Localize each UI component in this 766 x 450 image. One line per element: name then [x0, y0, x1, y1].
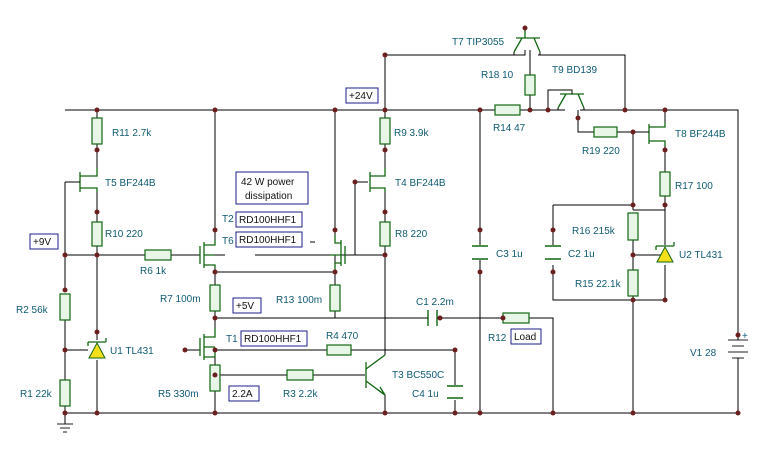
r2-label: R2 56k [16, 305, 49, 316]
ground-symbol [57, 423, 73, 433]
v1-label: V1 28 [690, 348, 717, 359]
t9-bjt [547, 89, 585, 110]
t9-label: T9 BD139 [552, 65, 597, 76]
t2-mosfet [330, 235, 346, 272]
r17-resistor [659, 171, 671, 197]
component-labels: T7 TIP3055 R18 10 T9 BD139 R11 2.7k R9 3… [16, 37, 748, 400]
c4-capacitor [447, 385, 463, 399]
wires [64, 28, 739, 424]
r18-resistor [524, 74, 536, 96]
r11-resistor [91, 117, 103, 145]
t4-jfet [369, 168, 386, 192]
boxed-annotations: +24V +9V +5V 2.2A 42 W power dissipation… [29, 87, 542, 402]
r3-resistor [286, 369, 314, 381]
v24-box: +24V [345, 87, 379, 104]
r4-label: R4 470 [326, 331, 359, 342]
c1-label: C1 2.2m [416, 297, 454, 308]
svg-text:+5V: +5V [236, 301, 254, 312]
r4-resistor [326, 344, 352, 356]
r7-label: R7 100m [160, 294, 201, 305]
r12-label: R12 [488, 333, 507, 344]
r19-label: R19 220 [582, 146, 620, 157]
t1-mosfet [199, 328, 216, 360]
r9-label: R9 3.9k [394, 128, 429, 139]
svg-text:+24V: +24V [349, 91, 373, 102]
v1-plus-label: + [742, 331, 748, 342]
svg-text:RD100HHF1: RD100HHF1 [239, 235, 297, 246]
resistors [59, 74, 671, 407]
r18-label: R18 10 [481, 70, 514, 81]
r15-label: R15 22.1k [575, 279, 622, 290]
t7-bjt [513, 28, 541, 55]
t1-label: T1 [226, 334, 238, 345]
t6-label: T6 [222, 236, 234, 247]
r17-label: R17 100 [675, 181, 713, 192]
u2-label: U2 TL431 [679, 250, 723, 261]
c3-capacitor [472, 245, 488, 260]
current-box: 2.2A [228, 385, 260, 402]
load-box: Load [510, 328, 542, 345]
r10-label: R10 220 [105, 229, 143, 240]
svg-text:Load: Load [514, 332, 536, 343]
r16-label: R16 215k [572, 226, 616, 237]
t4-label: T4 BF244B [395, 178, 446, 189]
t3-label: T3 BC550C [392, 370, 444, 381]
capacitors [425, 245, 561, 399]
v5-box: +5V [232, 297, 262, 314]
r13-resistor [329, 284, 341, 312]
rd-t2-box: RD100HHF1 [235, 211, 303, 228]
svg-text:RD100HHF1: RD100HHF1 [239, 215, 297, 226]
c3-label: C3 1u [496, 249, 523, 260]
r15-resistor [627, 269, 639, 297]
t8-jfet [645, 122, 666, 146]
r8-label: R8 220 [395, 229, 428, 240]
u1-tl431 [87, 338, 107, 359]
t8-label: T8 BF244B [675, 129, 726, 140]
r16-resistor [627, 212, 639, 241]
r1-label: R1 22k [20, 389, 53, 400]
r14-label: R14 47 [493, 123, 526, 134]
r8-resistor [379, 221, 391, 247]
svg-text:+9V: +9V [33, 237, 51, 248]
junctions [62, 25, 741, 416]
r5-resistor [209, 364, 221, 392]
v9-box: +9V [29, 233, 59, 250]
c2-capacitor [545, 245, 561, 260]
v1-battery [728, 339, 748, 362]
t7-label: T7 TIP3055 [452, 37, 505, 48]
r1-resistor [59, 379, 71, 407]
svg-text:RD100HHF1: RD100HHF1 [244, 334, 302, 345]
r10-resistor [91, 221, 103, 247]
r14-resistor [494, 104, 521, 116]
t6-mosfet [199, 240, 216, 268]
r5-label: R5 330m [158, 389, 199, 400]
r11-label: R11 2.7k [112, 128, 152, 139]
power-dissipation-box: 42 W power dissipation [235, 171, 309, 205]
svg-text:dissipation: dissipation [245, 191, 292, 202]
r9-resistor [379, 117, 391, 145]
rd-t6-box: RD100HHF1 [235, 231, 303, 248]
t3-bjt [365, 354, 386, 396]
t5-label: T5 BF244B [105, 178, 156, 189]
r2-resistor [59, 293, 71, 321]
c2-label: C2 1u [568, 249, 595, 260]
t5-jfet [78, 168, 98, 192]
r12-load-resistor [502, 312, 530, 324]
r7-resistor [209, 284, 221, 312]
u1-label: U1 TL431 [110, 346, 154, 357]
svg-text:2.2A: 2.2A [232, 389, 253, 400]
r19-resistor [593, 126, 618, 138]
r13-label: R13 100m [276, 295, 322, 306]
r6-resistor [144, 249, 172, 261]
rd-t1-box: RD100HHF1 [240, 330, 308, 347]
u2-tl431 [655, 242, 675, 263]
c4-label: C4 1u [412, 389, 439, 400]
t2-label: T2 [222, 214, 234, 225]
svg-text:42 W power: 42 W power [241, 177, 295, 188]
r6-label: R6 1k [140, 266, 167, 277]
r3-label: R3 2.2k [283, 389, 318, 400]
